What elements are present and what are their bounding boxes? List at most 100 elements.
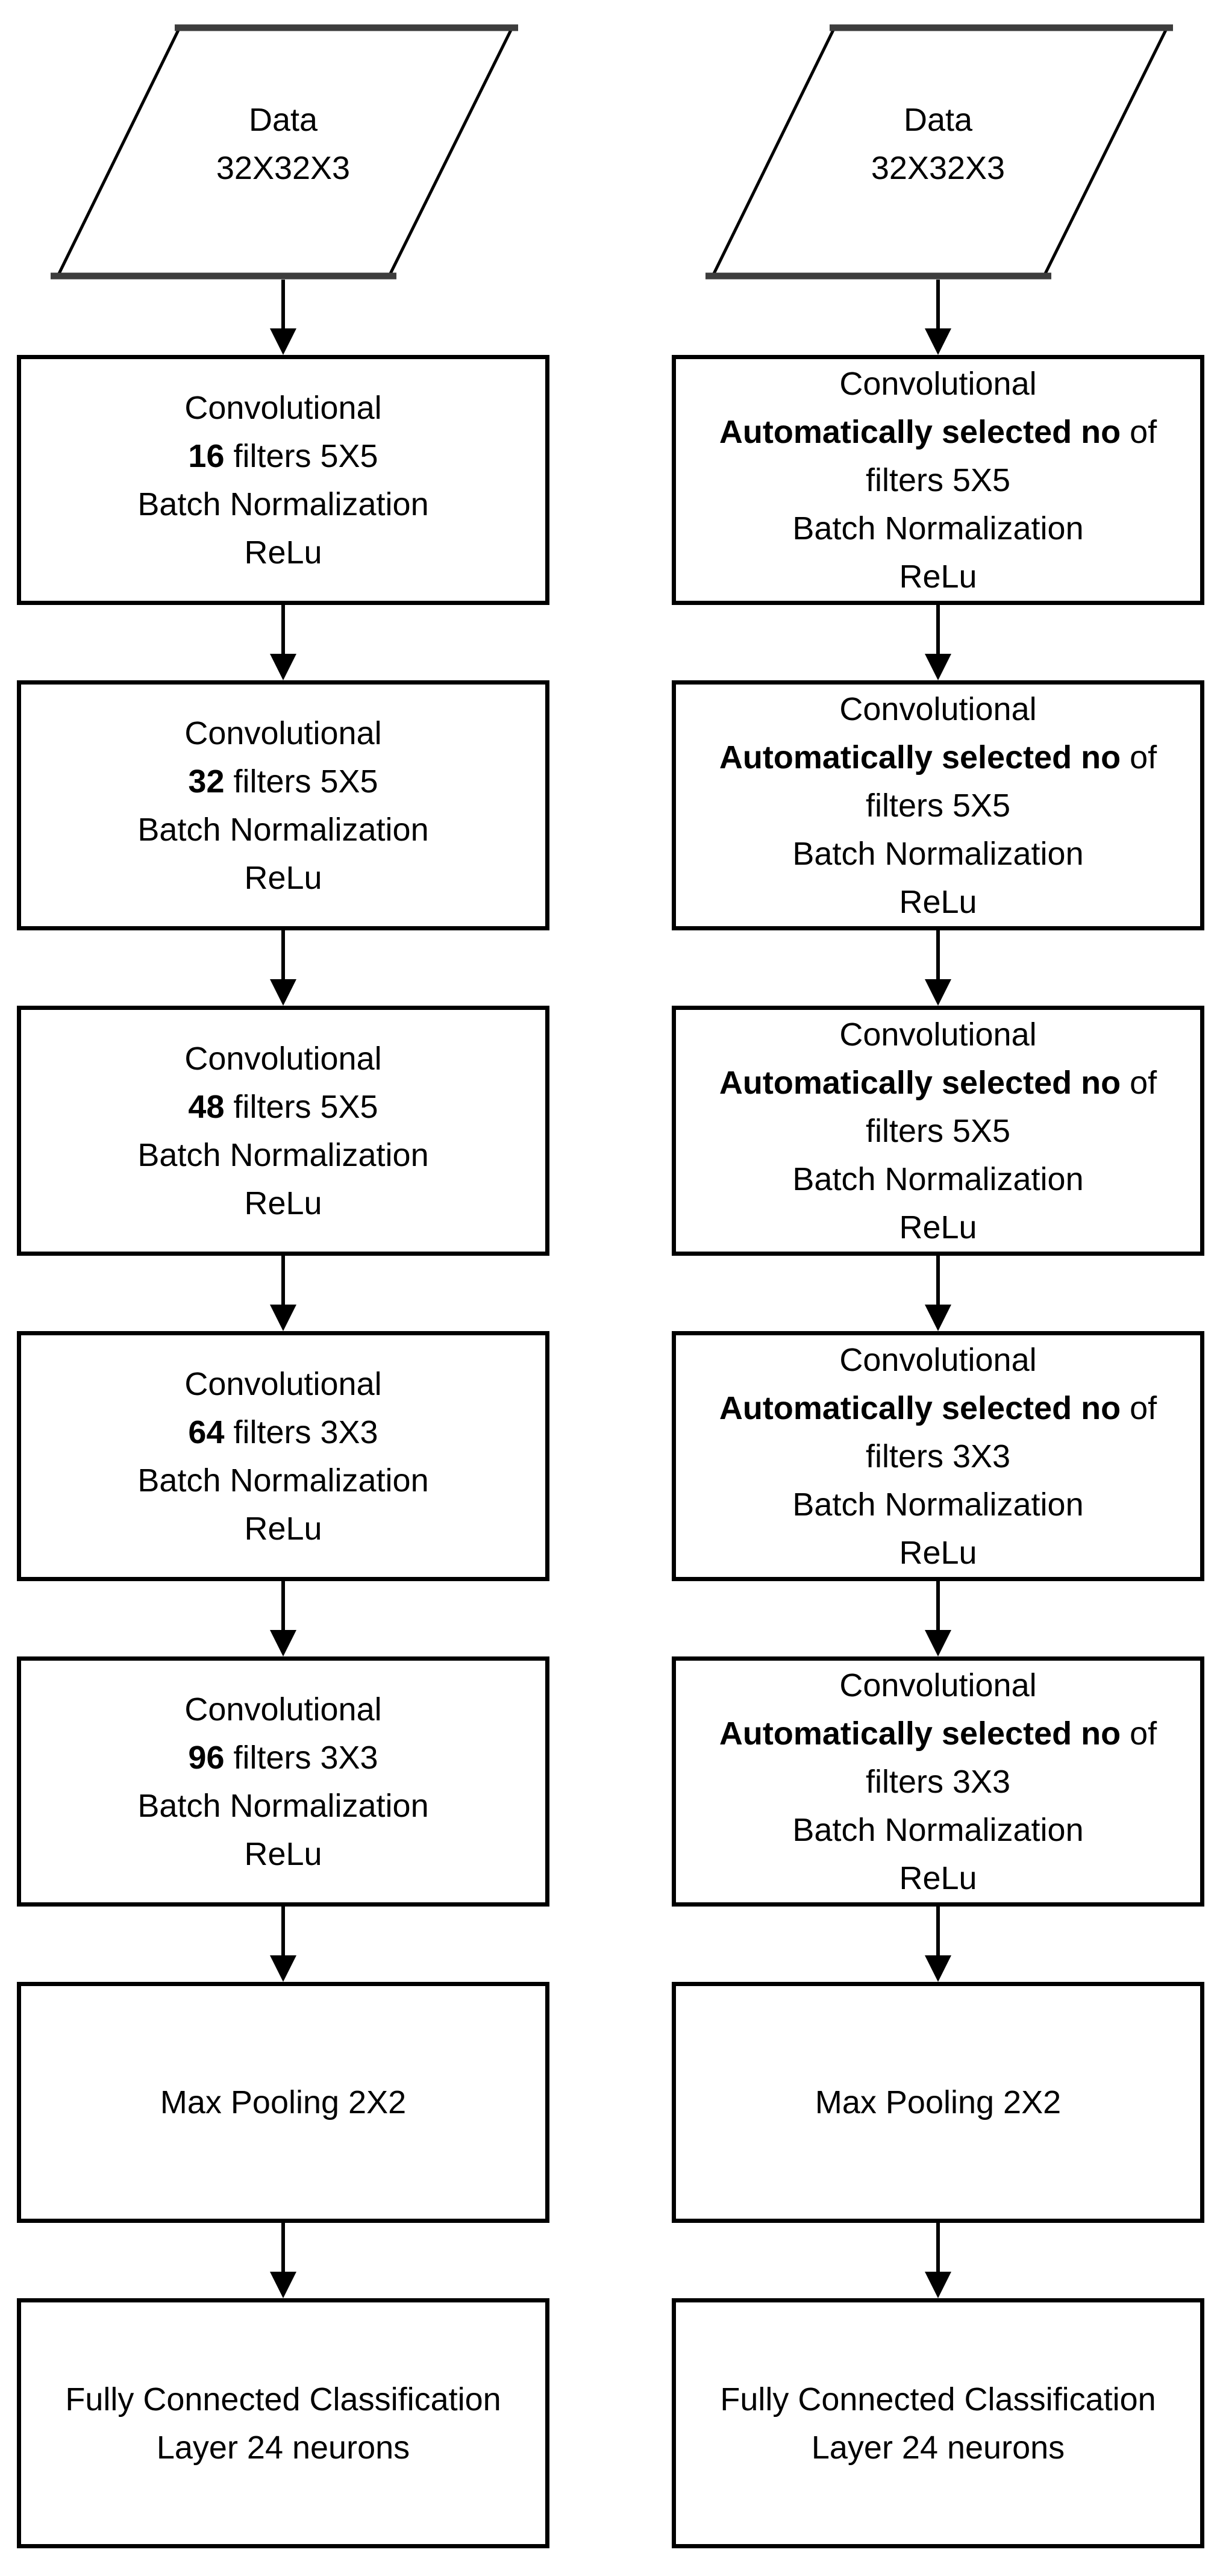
filters-rest: filters 5X5	[224, 1088, 378, 1125]
arrowhead-icon	[925, 1955, 951, 1982]
filters-spec-label: Automatically selected no of	[719, 1709, 1157, 1758]
arrow-line	[936, 605, 940, 654]
flow-arrow	[270, 280, 296, 355]
data-node-text: Data 32X32X3	[17, 24, 549, 280]
layer-type-label: Convolutional	[184, 1691, 382, 1728]
arrow-line	[281, 1581, 285, 1630]
flow-arrow	[270, 930, 296, 1006]
arrowhead-icon	[925, 1305, 951, 1331]
filters-spec-label: Automatically selected no of	[719, 408, 1157, 456]
arrowhead-icon	[270, 328, 296, 355]
filters-count: 64	[188, 1414, 225, 1450]
arrowhead-icon	[270, 979, 296, 1006]
arrowhead-icon	[270, 1955, 296, 1982]
data-label: Data	[248, 102, 318, 138]
filters-rest: filters 3X3	[224, 1739, 378, 1776]
activation-label: ReLu	[899, 1534, 977, 1571]
batch-norm-label: Batch Normalization	[137, 1136, 429, 1173]
arrow-line	[281, 1907, 285, 1955]
filters-count: 96	[188, 1739, 225, 1776]
activation-label: ReLu	[899, 883, 977, 920]
arrowhead-icon	[925, 654, 951, 680]
conv-layer-3-box: Convolutional 48 filters 5X5 Batch Norma…	[17, 1006, 549, 1256]
flow-arrow	[270, 1256, 296, 1331]
conv-layer-5-box: Convolutional Automatically selected no …	[672, 1656, 1204, 1907]
activation-label: ReLu	[899, 1209, 977, 1246]
filters-rest: of	[1121, 1390, 1157, 1426]
layer-type-label: Convolutional	[839, 691, 1037, 727]
filters-spec-label: Automatically selected no of	[719, 1384, 1157, 1432]
flow-arrow	[270, 1581, 296, 1656]
arrowhead-icon	[270, 1630, 296, 1656]
filters-count: 48	[188, 1088, 225, 1125]
filters-spec-label: 64 filters 3X3	[188, 1408, 378, 1456]
auto-filter-architecture-column: Data 32X32X3 Convolutional Automatically…	[672, 24, 1204, 2548]
arrow-line	[281, 2223, 285, 2272]
conv-layer-4-box: Convolutional 64 filters 3X3 Batch Norma…	[17, 1331, 549, 1581]
fc-line1-label: Fully Connected Classification	[65, 2381, 501, 2418]
data-input-parallelogram: Data 32X32X3	[17, 24, 549, 280]
parallelogram-shape	[705, 24, 1173, 280]
filters-size-label: filters 5X5	[865, 787, 1011, 824]
filters-rest: of	[1121, 1715, 1157, 1752]
filters-rest: filters 5X5	[224, 437, 378, 474]
arrowhead-icon	[270, 1305, 296, 1331]
flow-arrow	[925, 280, 951, 355]
filters-count: 32	[188, 763, 225, 800]
layer-type-label: Convolutional	[839, 365, 1037, 402]
batch-norm-label: Batch Normalization	[137, 486, 429, 522]
flow-arrow	[925, 2223, 951, 2298]
arrow-line	[281, 280, 285, 328]
arrow-line	[936, 930, 940, 979]
conv-layer-3-box: Convolutional Automatically selected no …	[672, 1006, 1204, 1256]
filters-count: Automatically selected no	[719, 413, 1121, 450]
filters-count: Automatically selected no	[719, 739, 1121, 776]
filters-spec-label: 16 filters 5X5	[188, 432, 378, 480]
filters-count: Automatically selected no	[719, 1390, 1121, 1426]
filters-spec-label: 32 filters 5X5	[188, 757, 378, 806]
conv-layer-2-box: Convolutional Automatically selected no …	[672, 680, 1204, 930]
data-label: Data	[903, 102, 973, 138]
fixed-filter-architecture-column: Data 32X32X3 Convolutional 16 filters 5X…	[17, 24, 549, 2548]
data-dimensions-label: 32X32X3	[871, 150, 1006, 186]
batch-norm-label: Batch Normalization	[792, 835, 1084, 872]
fc-line2-label: Layer 24 neurons	[156, 2429, 410, 2466]
activation-label: ReLu	[244, 859, 322, 896]
conv-layer-5-box: Convolutional 96 filters 3X3 Batch Norma…	[17, 1656, 549, 1907]
filters-spec-label: 48 filters 5X5	[188, 1083, 378, 1131]
filters-size-label: filters 5X5	[865, 462, 1011, 498]
arrowhead-icon	[925, 979, 951, 1006]
batch-norm-label: Batch Normalization	[137, 811, 429, 848]
filters-count: Automatically selected no	[719, 1064, 1121, 1101]
conv-layer-1-box: Convolutional Automatically selected no …	[672, 355, 1204, 605]
data-input-parallelogram: Data 32X32X3	[672, 24, 1204, 280]
activation-label: ReLu	[899, 558, 977, 595]
activation-label: ReLu	[244, 534, 322, 571]
flow-arrow	[925, 1581, 951, 1656]
arrowhead-icon	[925, 1630, 951, 1656]
layer-type-label: Convolutional	[184, 389, 382, 426]
max-pooling-box: Max Pooling 2X2	[672, 1982, 1204, 2223]
layer-type-label: Convolutional	[184, 715, 382, 751]
arrow-line	[936, 1907, 940, 1955]
filters-size-label: filters 5X5	[865, 1112, 1011, 1149]
activation-label: ReLu	[244, 1510, 322, 1547]
arrow-line	[936, 1256, 940, 1305]
layer-type-label: Convolutional	[184, 1040, 382, 1077]
filters-rest: filters 3X3	[224, 1414, 378, 1450]
filters-count: 16	[188, 437, 225, 474]
filters-spec-label: Automatically selected no of	[719, 733, 1157, 782]
flow-arrow	[925, 1256, 951, 1331]
batch-norm-label: Batch Normalization	[792, 1811, 1084, 1848]
arrowhead-icon	[925, 2272, 951, 2298]
parallelogram-shape	[51, 24, 518, 280]
batch-norm-label: Batch Normalization	[792, 1161, 1084, 1197]
layer-type-label: Convolutional	[184, 1365, 382, 1402]
arrow-line	[281, 605, 285, 654]
arrow-line	[281, 930, 285, 979]
filters-spec-label: Automatically selected no of	[719, 1059, 1157, 1107]
flow-arrow	[270, 1907, 296, 1982]
flow-arrow	[925, 605, 951, 680]
